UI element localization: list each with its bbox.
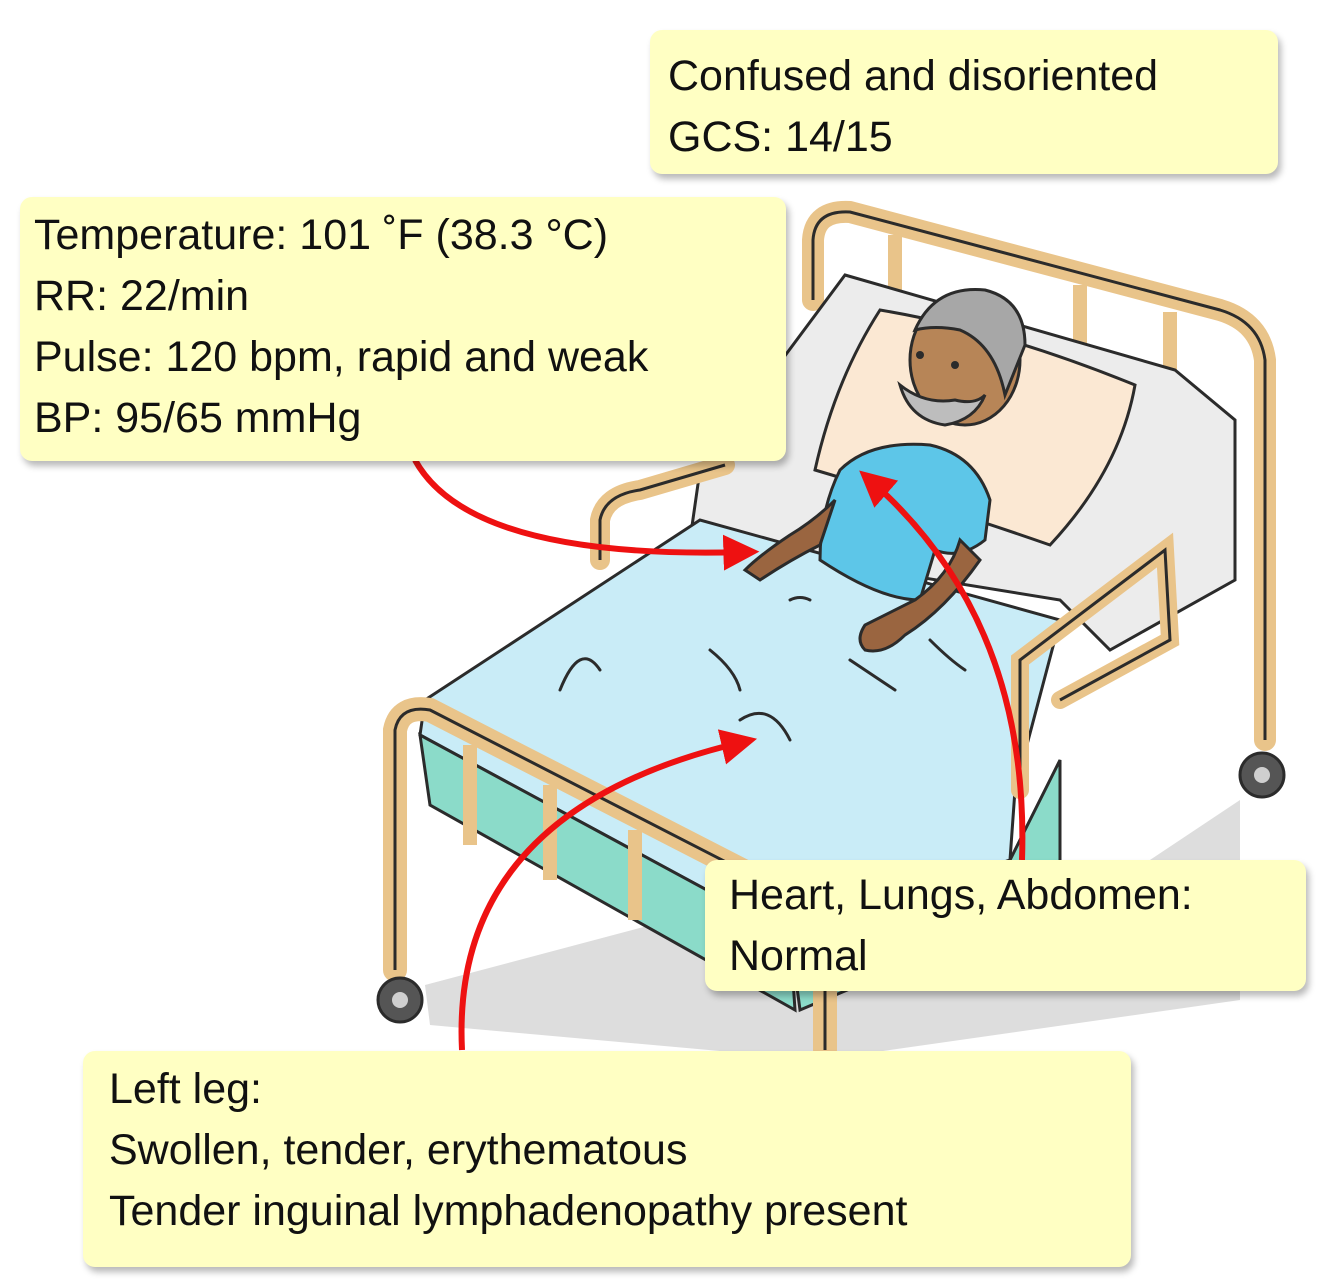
- lymphadenopathy-line: Tender inguinal lymphadenopathy present: [109, 1187, 908, 1235]
- exam-result-line: Normal: [729, 932, 868, 980]
- blanket-side: [418, 732, 797, 1013]
- temperature-line: Temperature: 101 ˚F (38.3 °C): [34, 211, 609, 259]
- headboard-icon: [802, 200, 1276, 751]
- pulse-line: Pulse: 120 bpm, rapid and weak: [34, 333, 649, 381]
- mental-status-line: Confused and disoriented: [668, 52, 1159, 100]
- side-rail-right: [1011, 532, 1180, 799]
- arrow-leg: [458, 729, 758, 1051]
- vitals-callout: Temperature: 101 ˚F (38.3 °C) RR: 22/min…: [20, 197, 786, 461]
- wheel-icon: [376, 751, 1286, 1024]
- exam-callout: Heart, Lungs, Abdomen: Normal: [705, 860, 1306, 991]
- side-rail-left: [590, 455, 735, 570]
- arrow-exam: [859, 470, 1026, 861]
- arrow-vitals: [412, 458, 760, 571]
- leg-title-line: Left leg:: [109, 1065, 262, 1113]
- mental-status-callout: Confused and disoriented GCS: 14/15: [650, 30, 1278, 174]
- left-leg-callout: Left leg: Swollen, tender, erythematous …: [83, 1051, 1131, 1267]
- respiratory-rate-line: RR: 22/min: [34, 272, 250, 320]
- blood-pressure-line: BP: 95/65 mmHg: [34, 394, 362, 442]
- exam-systems-line: Heart, Lungs, Abdomen:: [729, 871, 1193, 919]
- gcs-line: GCS: 14/15: [668, 113, 893, 161]
- blanket-folds: [558, 596, 967, 742]
- leg-findings-line: Swollen, tender, erythematous: [109, 1126, 688, 1174]
- indicator-arrows: [412, 458, 1026, 1051]
